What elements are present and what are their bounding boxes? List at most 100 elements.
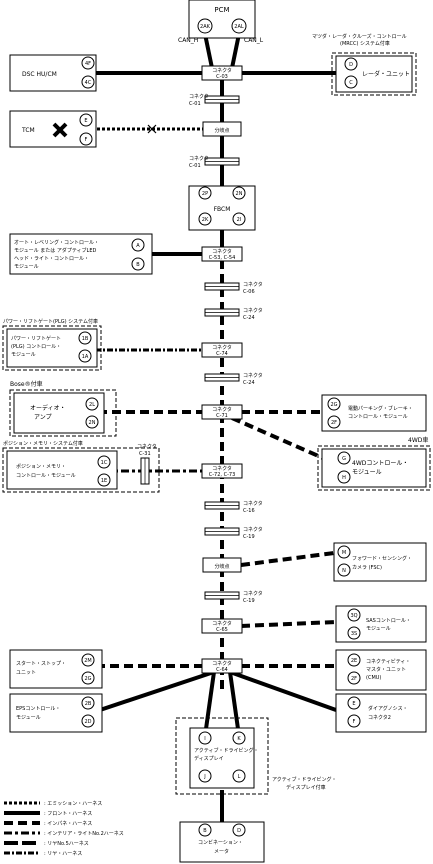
branch-point-1 xyxy=(202,121,242,137)
pin-label: 2K xyxy=(202,217,209,223)
memory-option-frame xyxy=(2,447,160,493)
audio-label-1: オーディオ・ xyxy=(30,404,66,412)
pin-circle xyxy=(347,608,361,622)
connector-code: C-03 xyxy=(216,74,228,80)
junction-connector-c53-c54 xyxy=(201,246,243,262)
tcm-label: TCM xyxy=(21,127,35,134)
pin-label: 2I xyxy=(237,217,242,223)
junction-connector-c65 xyxy=(201,618,243,634)
memory-label-2: コントロール・モジュール xyxy=(16,473,76,479)
cmu-label-1: コネクティビティ・ xyxy=(366,658,410,665)
connector-code: C-64 xyxy=(216,667,228,673)
pin-label: 2F xyxy=(331,420,337,426)
pin-label: H xyxy=(342,475,346,481)
can-l-wire xyxy=(230,33,241,69)
connector-word: コネクタ xyxy=(189,93,209,100)
connector-code: C-74 xyxy=(216,351,228,357)
display-label-2: ディスプレイ xyxy=(194,755,224,762)
pin-label: 1C xyxy=(101,460,108,466)
legend-label: : リヤ・ハーネス xyxy=(44,851,82,857)
headlight-label-4: モジュール xyxy=(14,264,39,270)
memory-system-note: ポジション・メモリ・システム付車 xyxy=(3,440,83,447)
diag-wire xyxy=(229,670,337,712)
eps-label-2: モジュール xyxy=(16,715,41,721)
pin-label: 2D xyxy=(84,719,91,725)
pin-circle xyxy=(344,57,358,71)
plg-label-2: (PLG) コントロール・ xyxy=(11,344,61,350)
mrcc-system-note-2: (MRCC) システム付車 xyxy=(340,40,390,47)
pin-label: A xyxy=(136,243,140,249)
plg-label-1: パワー・リフトゲート xyxy=(11,335,61,342)
pin-label: 2P xyxy=(202,191,208,197)
epb-label-1: 電動パーキング・ブレーキ・ xyxy=(348,405,413,412)
pin-circle xyxy=(337,545,351,559)
junction-connector-c74 xyxy=(201,342,243,358)
awd-label-2: モジュール xyxy=(352,469,382,476)
pin-circle xyxy=(198,186,212,200)
can-h-label: CAN_H xyxy=(178,37,198,44)
pin-label: N xyxy=(342,568,346,574)
mrcc-system-note: マツダ・レーダ・クルーズ・コントロール xyxy=(312,33,407,40)
pin-label: 2N xyxy=(89,420,96,426)
epb-label-2: コントロール・モジュール xyxy=(348,414,408,420)
pin-circle xyxy=(131,238,145,252)
sas-wire xyxy=(240,620,337,628)
pin-circle xyxy=(97,455,111,469)
pin-circle xyxy=(131,257,145,271)
fsc-label-1: フォワード・センシング・ xyxy=(352,555,412,562)
pin-circle xyxy=(81,653,95,667)
pin-label: E xyxy=(84,118,87,124)
connector-word: コネクタ xyxy=(243,526,263,533)
pin-circle xyxy=(198,212,212,226)
legend-label: : インテリア・ライトNo.2ハーネス xyxy=(44,831,124,837)
connector-code: C-31 xyxy=(139,451,151,457)
awd-wire xyxy=(231,416,333,464)
connector-code: C-72, C-73 xyxy=(209,472,236,478)
pin-circle xyxy=(78,331,92,345)
connector-word: コネクタ xyxy=(137,443,157,450)
fsc-wire xyxy=(240,551,335,567)
pin-circle xyxy=(79,113,93,127)
connector-code: C-65 xyxy=(216,627,228,633)
pin-circle xyxy=(231,18,247,34)
pin-label: 2AL xyxy=(234,24,244,30)
pcm-title: PCM xyxy=(214,6,229,14)
connector-code: C-16 xyxy=(243,508,255,514)
awd-option-frame xyxy=(317,445,431,491)
pin-circle xyxy=(337,451,351,465)
pin-label: B xyxy=(136,262,140,268)
branch-point-label: 分岐点 xyxy=(214,127,229,134)
pin-circle xyxy=(85,415,99,429)
pin-label: B xyxy=(203,828,207,834)
pcm-box xyxy=(188,0,256,39)
sas-label-2: モジュール xyxy=(366,626,391,632)
not-connected-cross-icon xyxy=(52,122,68,138)
connector-word: コネクタ xyxy=(212,660,232,667)
meter-label-1: コンビネーション・ xyxy=(198,839,243,846)
pin-label: K xyxy=(237,736,241,742)
pin-label: D xyxy=(237,828,241,834)
mrcc-option-frame xyxy=(331,52,417,96)
radar-unit-label: レーダ・ユニット xyxy=(362,70,410,78)
pin-label: F xyxy=(353,719,356,725)
dsc-label: DSC HU/CM xyxy=(22,71,57,78)
display-note-1: アクティブ・ドライビング・ xyxy=(272,776,336,783)
audio-system-note: Bose®付車 xyxy=(10,380,43,388)
display-note-2: ディスプレイ付車 xyxy=(286,784,326,791)
pin-circle xyxy=(347,714,361,728)
pin-label: E xyxy=(352,701,355,707)
connector-word: コネクタ xyxy=(212,344,232,351)
pin-label: D xyxy=(349,62,353,68)
pin-circle xyxy=(198,769,212,783)
pin-label: 1A xyxy=(82,354,89,360)
headlight-module-box xyxy=(9,233,153,275)
pin-circle xyxy=(232,769,246,783)
pin-label: 2M xyxy=(84,658,92,664)
pin-label: 2B xyxy=(85,701,92,707)
can-h-wire xyxy=(203,33,214,69)
pin-circle xyxy=(337,563,351,577)
harness-legend: : エミッション・ハーネス : フロント・ハーネス : インパネ・ハーネス : … xyxy=(4,801,124,857)
connector-code: C-01 xyxy=(189,101,201,107)
awd-system-note: 4WD車 xyxy=(408,436,428,444)
pin-circle xyxy=(81,714,95,728)
